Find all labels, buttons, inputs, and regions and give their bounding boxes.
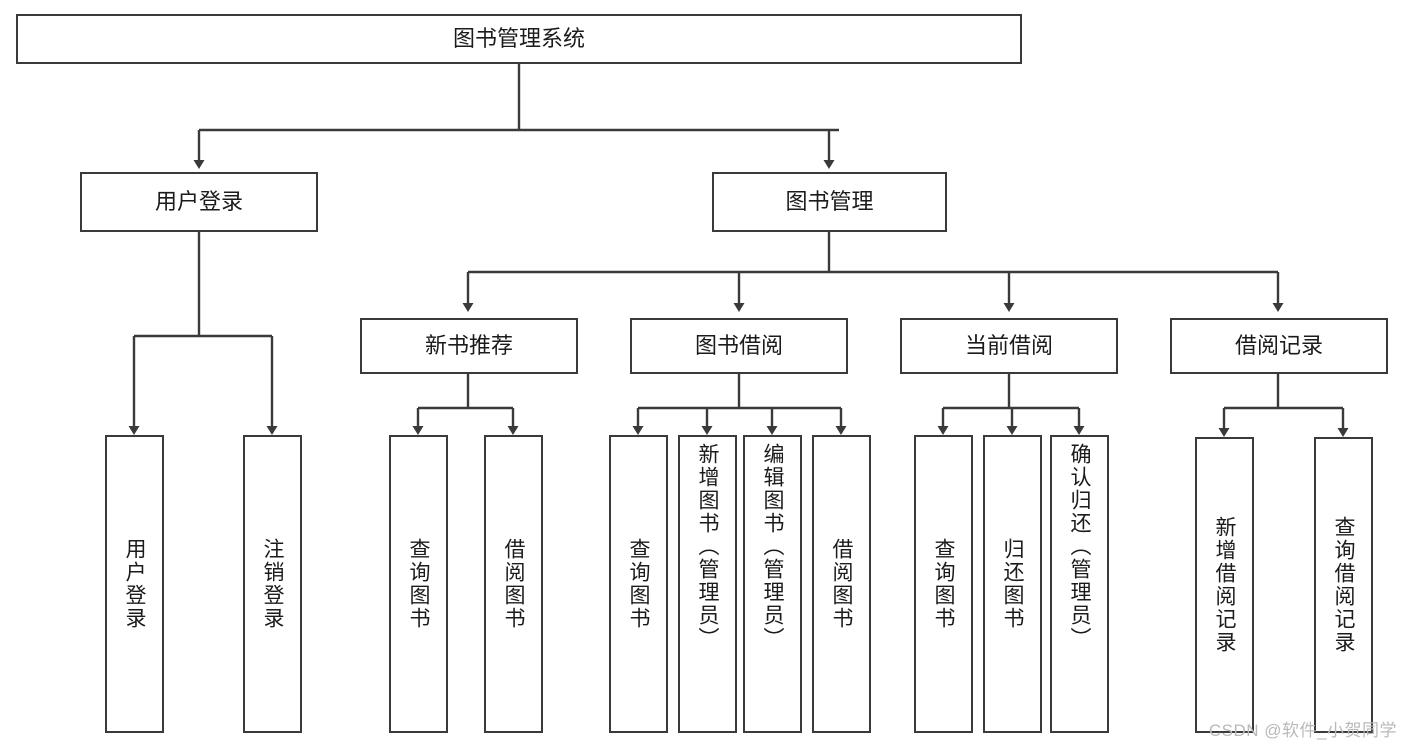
watermark-text: CSDN @软件_小贺同学 <box>1208 721 1397 740</box>
node-label: 新增借阅记录 <box>1213 516 1237 654</box>
node-current-borrow[interactable]: 当前借阅 <box>900 318 1118 374</box>
leaf-logout[interactable]: 注销登录 <box>243 435 302 733</box>
leaf-query-book-recommend[interactable]: 查询图书 <box>389 435 448 733</box>
node-label: 用户登录 <box>154 189 243 215</box>
leaf-query-borrow-record[interactable]: 查询借阅记录 <box>1314 437 1373 733</box>
node-label: 图书管理系统 <box>452 26 585 52</box>
node-label: 确认归还（管理员） <box>1068 443 1092 650</box>
node-label: 用户登录 <box>123 538 147 630</box>
node-user-login[interactable]: 用户登录 <box>80 172 318 232</box>
node-label: 注销登录 <box>261 538 285 630</box>
node-label: 图书借阅 <box>694 333 783 359</box>
node-label: 编辑图书（管理员） <box>761 443 785 650</box>
node-borrow-record[interactable]: 借阅记录 <box>1170 318 1388 374</box>
leaf-edit-book-admin[interactable]: 编辑图书（管理员） <box>743 435 802 733</box>
leaf-borrow-book[interactable]: 借阅图书 <box>812 435 871 733</box>
node-label: 查询图书 <box>932 538 956 630</box>
leaf-confirm-return-admin[interactable]: 确认归还（管理员） <box>1050 435 1109 733</box>
leaf-borrow-book-recommend[interactable]: 借阅图书 <box>484 435 543 733</box>
node-label: 当前借阅 <box>964 333 1053 359</box>
leaf-query-book-current[interactable]: 查询图书 <box>914 435 973 733</box>
node-new-book-recommend[interactable]: 新书推荐 <box>360 318 578 374</box>
leaf-user-login[interactable]: 用户登录 <box>105 435 164 733</box>
node-label: 查询图书 <box>407 538 431 630</box>
node-label: 归还图书 <box>1001 538 1025 630</box>
node-label: 图书管理 <box>785 189 874 215</box>
node-label: 借阅图书 <box>830 538 854 630</box>
node-label: 查询借阅记录 <box>1332 516 1356 654</box>
leaf-add-borrow-record[interactable]: 新增借阅记录 <box>1195 437 1254 733</box>
node-root-system[interactable]: 图书管理系统 <box>16 14 1022 64</box>
node-book-management[interactable]: 图书管理 <box>712 172 947 232</box>
leaf-query-book-borrow[interactable]: 查询图书 <box>609 435 668 733</box>
node-label: 查询图书 <box>627 538 651 630</box>
node-book-borrow[interactable]: 图书借阅 <box>630 318 848 374</box>
node-label: 借阅图书 <box>502 538 526 630</box>
node-label: 新书推荐 <box>424 333 513 359</box>
leaf-add-book-admin[interactable]: 新增图书（管理员） <box>678 435 737 733</box>
node-label: 借阅记录 <box>1234 333 1323 359</box>
leaf-return-book[interactable]: 归还图书 <box>983 435 1042 733</box>
node-label: 新增图书（管理员） <box>696 443 720 650</box>
